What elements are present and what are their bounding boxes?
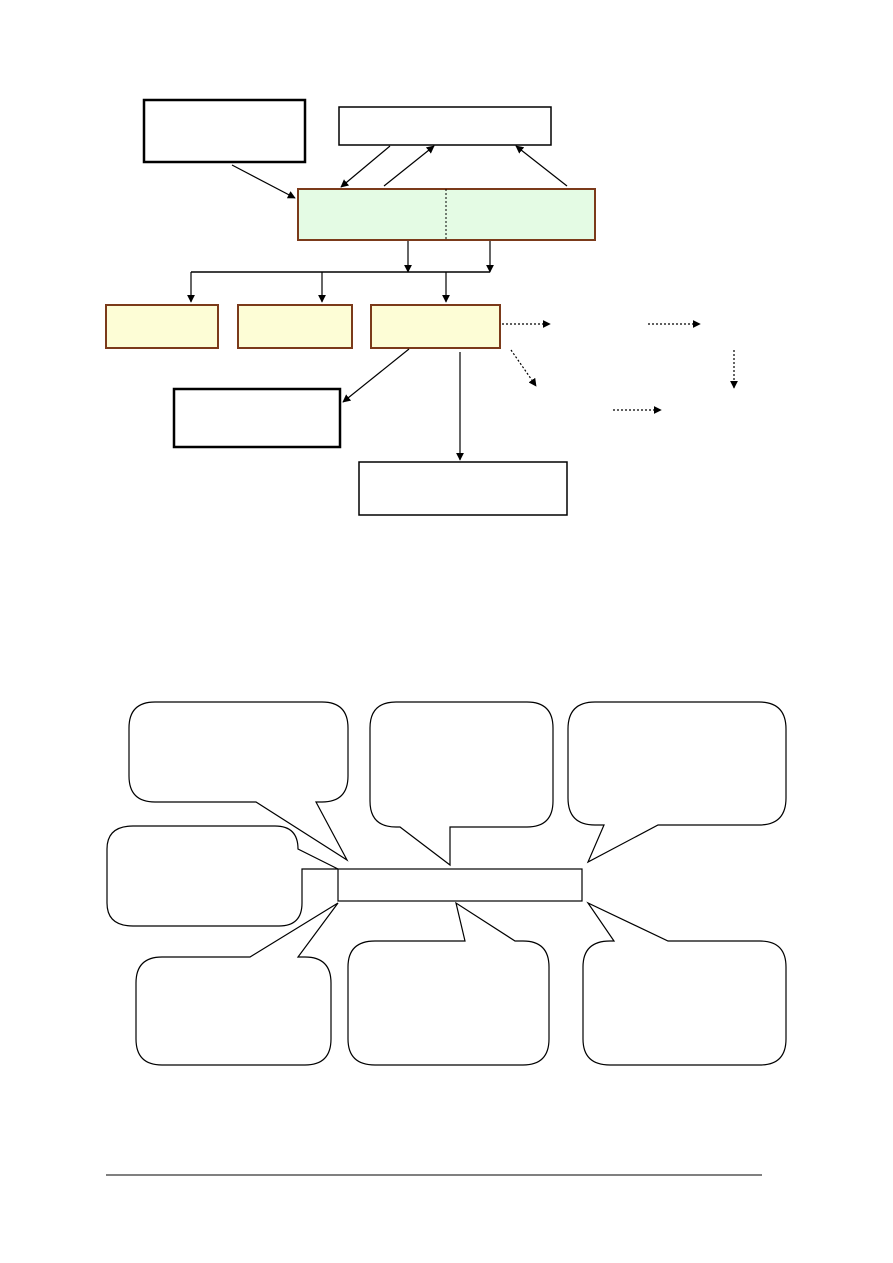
flow-box-top-left xyxy=(142,98,307,164)
arrow-central-to-topright-b xyxy=(515,145,568,187)
flow-box-yellow-3 xyxy=(370,304,501,349)
callout-left xyxy=(106,825,339,927)
arrow-yellow3-to-lower-left xyxy=(342,348,410,403)
flow-box-lower-left xyxy=(172,387,342,449)
callout-bottom-center xyxy=(347,901,550,1066)
callout-top-left xyxy=(128,701,349,862)
mind-map-central-box xyxy=(337,868,583,902)
arrow-central-to-topright-a xyxy=(383,145,435,187)
callout-top-center xyxy=(369,701,554,867)
flow-box-yellow-1 xyxy=(105,304,219,349)
flow-box-bottom xyxy=(358,461,568,516)
arrow-topright-to-central xyxy=(340,145,391,188)
callout-top-right xyxy=(567,701,787,864)
mind-map xyxy=(106,701,787,1066)
flow-box-top-right xyxy=(338,106,552,146)
flow-box-yellow-2 xyxy=(237,304,353,349)
callout-bottom-left xyxy=(135,902,339,1066)
callout-bottom-right xyxy=(582,901,787,1066)
arrow-topleft-to-central xyxy=(231,164,296,199)
dotted-arrow-4 xyxy=(510,349,537,387)
top-flowchart xyxy=(105,98,738,516)
